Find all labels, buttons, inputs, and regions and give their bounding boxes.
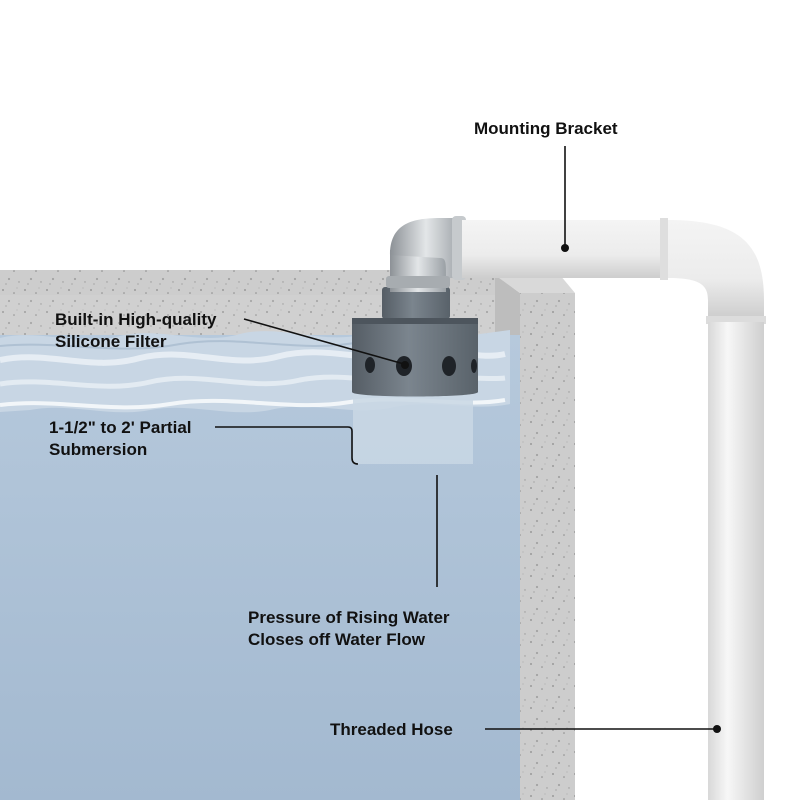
mounting-bracket-label: Mounting Bracket xyxy=(474,118,618,140)
pressure-label: Pressure of Rising Water Closes off Wate… xyxy=(248,607,450,651)
mounting-bracket-text: Mounting Bracket xyxy=(474,119,618,138)
leader-lines xyxy=(215,146,714,730)
filter-label-line2: Silicone Filter xyxy=(55,332,167,351)
submerged-filter xyxy=(353,392,473,464)
filter-pointer-dot xyxy=(401,361,409,369)
threaded-hose-label: Threaded Hose xyxy=(330,719,453,741)
bracket-pointer-dot xyxy=(561,244,569,252)
hose-pointer-dot xyxy=(713,725,721,733)
filter-label: Built-in High-quality Silicone Filter xyxy=(55,309,216,353)
mounting-bracket-pipe xyxy=(462,218,766,800)
threaded-hose-text: Threaded Hose xyxy=(330,720,453,739)
submersion-label: 1-1/2" to 2' Partial Submersion xyxy=(49,417,192,461)
filter-label-line1: Built-in High-quality xyxy=(55,310,217,329)
pressure-label-line2: Closes off Water Flow xyxy=(248,630,425,649)
leader-dots xyxy=(401,244,721,733)
silicone-filter xyxy=(352,287,478,397)
submersion-label-line1: 1-1/2" to 2' Partial xyxy=(49,418,192,437)
pressure-label-line1: Pressure of Rising Water xyxy=(248,608,450,627)
submersion-label-line2: Submersion xyxy=(49,440,148,459)
